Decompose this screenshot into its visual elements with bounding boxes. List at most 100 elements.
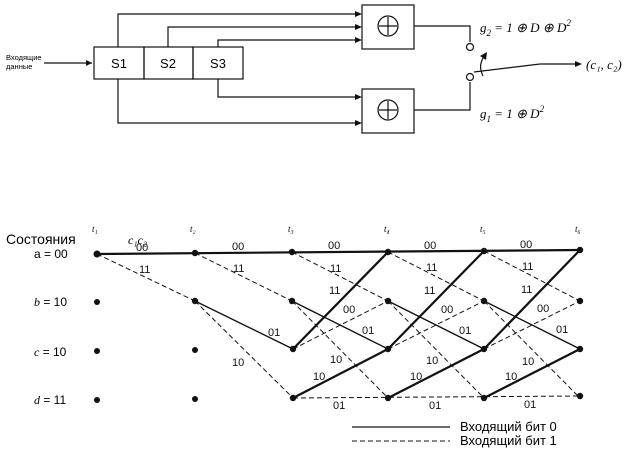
- register-s2-label: S2: [160, 56, 176, 71]
- input-label: Входящие: [6, 53, 42, 62]
- label-d-c-1: 10: [313, 371, 325, 383]
- node-t3-c: [289, 345, 297, 353]
- time-label-t6: t₆: [575, 224, 581, 234]
- edge-b-d-4: [483, 300, 581, 399]
- node-t6-a: [576, 246, 584, 254]
- node-t1-c: [94, 348, 100, 354]
- edge-d-c-1: [292, 348, 389, 399]
- node-t6-d: [576, 392, 584, 400]
- state-label-b: b = 10: [34, 295, 67, 309]
- label-b-d-4: 10: [522, 356, 534, 368]
- node-t5-d: [480, 394, 488, 402]
- label-d-d-3: 01: [524, 399, 536, 411]
- wire-s1-bottom: [117, 79, 360, 124]
- node-t6-c: [576, 345, 584, 353]
- label-a-a-2: 00: [232, 241, 244, 253]
- node-t3-d: [289, 394, 297, 402]
- edge-d-c-3: [483, 348, 581, 399]
- edge-c-b-3: [483, 300, 581, 350]
- label-a-b-2: 11: [233, 263, 244, 275]
- label-b-c-3: 01: [459, 325, 471, 337]
- trellis-edge-labels: 00 00 00 00 00 11 11 11 11 11 11 11 11 0…: [136, 239, 568, 412]
- node-t2-c: [192, 347, 198, 353]
- xor-bottom-icon: [377, 99, 399, 121]
- node-t1-b: [94, 299, 100, 305]
- edge-a-a: [96, 248, 581, 256]
- node-t4-c: [384, 345, 392, 353]
- node-t2-b: [191, 297, 199, 305]
- label-b-c-2: 01: [362, 325, 374, 337]
- switch-contact-top: [465, 42, 475, 52]
- node-t4-d: [384, 394, 392, 402]
- wire-g1-out: [414, 82, 471, 111]
- commutator-arm: [473, 63, 541, 73]
- edge-a-b-1: [96, 253, 196, 302]
- label-a-a-5: 00: [520, 239, 532, 251]
- legend-solid-label: Входящий бит 0: [460, 419, 557, 434]
- label-d-c-3: 10: [505, 371, 517, 383]
- label-c-a-3: 11: [521, 284, 532, 296]
- trellis-dashed-edges: [96, 250, 581, 399]
- label-b-d-3: 10: [426, 355, 438, 367]
- label-b-c-1: 01: [268, 327, 280, 339]
- g2-formula: g2 = 1 ⊕ D ⊕ D2: [480, 18, 571, 38]
- label-c-b-1: 00: [343, 304, 355, 316]
- node-t2-a: [191, 249, 199, 257]
- label-c-a-1: 11: [329, 285, 340, 297]
- trellis-solid-edges: [96, 248, 581, 399]
- label-a-b-4: 11: [426, 262, 437, 274]
- time-label-t1: t₁: [92, 224, 98, 234]
- node-t5-b: [480, 297, 488, 305]
- node-t6-b: [576, 297, 584, 305]
- node-t4-b: [384, 297, 392, 305]
- edge-c-a-3: [483, 249, 581, 350]
- legend: Входящий бит 0 Входящий бит 1: [352, 419, 557, 448]
- time-label-t5: t₅: [480, 224, 486, 234]
- wire-s2-top: [167, 26, 360, 47]
- edge-a-b-3: [291, 251, 389, 302]
- label-a-a-3: 00: [328, 240, 340, 252]
- label-b-d-2: 10: [330, 354, 342, 366]
- node-t1-a: [93, 250, 101, 258]
- edge-d-d: [292, 395, 581, 399]
- g1-formula: g1 = 1 ⊕ D2: [480, 104, 545, 124]
- node-t2-d: [192, 396, 198, 402]
- label-c-b-3: 00: [537, 303, 549, 315]
- label-d-d-2: 01: [429, 400, 441, 412]
- legend-dashed-label: Входящий бит 1: [460, 433, 557, 448]
- wire-g2-out: [414, 25, 471, 42]
- label-a-b-3: 11: [330, 263, 341, 275]
- edge-c-a-1: [292, 251, 389, 350]
- states-title: Состояния: [6, 231, 76, 247]
- label-a-b-1: 11: [139, 264, 150, 276]
- edge-c-a-2: [387, 250, 485, 350]
- xor-top-icon: [377, 15, 399, 37]
- edge-b-c-1: [194, 300, 294, 350]
- edge-a-b-2: [194, 252, 293, 302]
- edge-b-d-1: [194, 300, 294, 399]
- edge-b-c-4: [483, 300, 581, 350]
- edge-b-d-3: [387, 300, 485, 399]
- input-label-2: данные: [6, 62, 32, 71]
- wire-s1-top: [117, 13, 360, 47]
- edge-a-b-4: [387, 251, 485, 302]
- wire-s3-top: [217, 39, 360, 47]
- state-labels: a = 00 b = 10 c = 10 d = 11: [34, 247, 68, 407]
- label-a-a-4: 00: [424, 240, 436, 252]
- state-label-a: a = 00: [34, 247, 68, 261]
- c1c2-label: c₁c₂: [128, 233, 147, 247]
- time-label-t4: t₄: [384, 224, 390, 234]
- label-a-a-1: 00: [136, 242, 148, 254]
- node-t5-a: [480, 247, 488, 255]
- label-c-a-2: 11: [424, 285, 435, 297]
- label-c-b-2: 00: [441, 304, 453, 316]
- time-label-t2: t₂: [190, 224, 196, 234]
- edge-d-c-2: [387, 348, 485, 399]
- label-b-c-4: 01: [556, 324, 568, 336]
- trellis-nodes: [93, 246, 584, 403]
- node-t5-c: [480, 345, 488, 353]
- edge-b-d-2: [291, 300, 389, 399]
- node-t3-b: [288, 297, 296, 305]
- label-d-c-2: 10: [410, 371, 422, 383]
- label-d-d-1: 01: [333, 400, 345, 412]
